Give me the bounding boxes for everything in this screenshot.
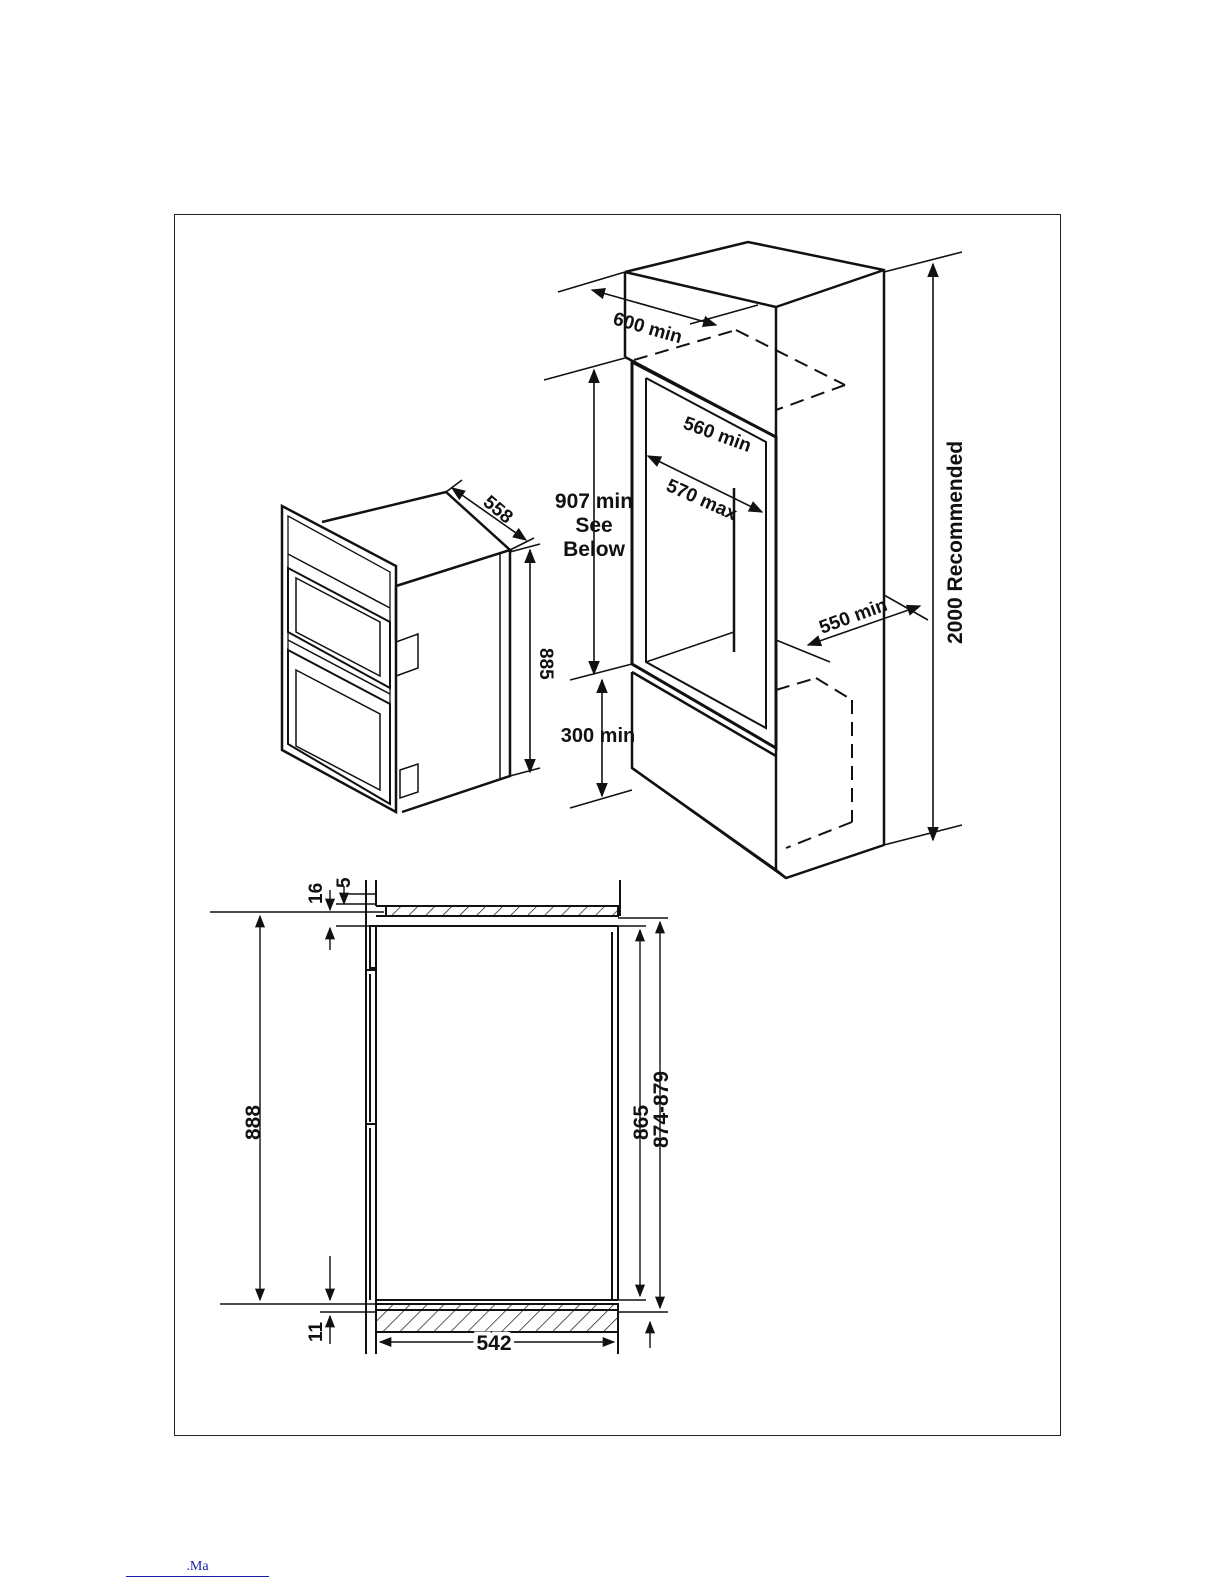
oven-dimension-lines xyxy=(446,480,540,776)
label-cabinet-depth: 550 min xyxy=(817,595,891,639)
label-total-height: 2000 Recommended xyxy=(944,441,967,644)
section-dimension-lines xyxy=(210,886,668,1348)
footer-link[interactable]: .Ma xyxy=(126,1558,269,1577)
label-section-bottom-gap: 11 xyxy=(306,1321,327,1342)
oven-unit xyxy=(282,492,510,812)
label-section-top-gap: 16 xyxy=(306,883,327,904)
label-oven-height: 885 xyxy=(535,648,556,680)
hidden-shelves xyxy=(634,330,852,848)
label-section-range-height: 874-879 xyxy=(650,1071,673,1148)
label-opening-height: 907 min xyxy=(555,490,633,513)
label-section-top-step: 5 xyxy=(334,877,355,888)
label-cabinet-width: 600 min xyxy=(611,309,685,349)
label-base-height: 300 min xyxy=(561,725,635,747)
section-view xyxy=(366,880,620,1354)
label-opening-note-1: See xyxy=(575,514,612,537)
label-section-overall-height: 888 xyxy=(242,1105,265,1140)
label-opening-note-2: Below xyxy=(563,538,626,561)
label-oven-depth: 558 xyxy=(479,492,517,528)
label-section-inner-depth: 542 xyxy=(476,1332,511,1355)
